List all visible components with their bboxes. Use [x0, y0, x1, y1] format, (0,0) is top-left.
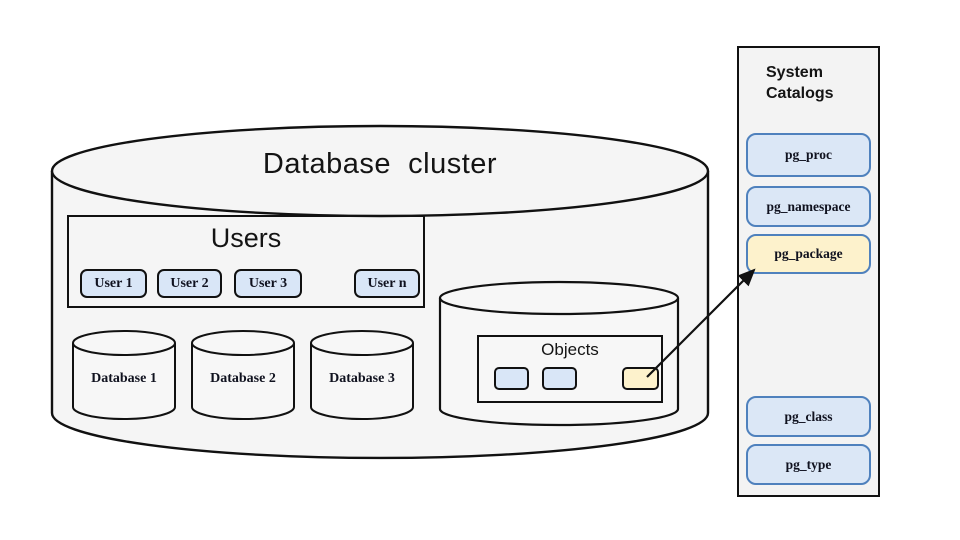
database-3-cylinder: [310, 330, 414, 420]
objects-cylinder: [438, 280, 680, 427]
user-2-chip: User 2: [157, 269, 222, 298]
catalog-pg-type: pg_type: [746, 444, 871, 485]
user-3-chip: User 3: [234, 269, 302, 298]
user-n-chip: User n: [354, 269, 420, 298]
system-catalogs-title-line1: System: [766, 64, 823, 81]
database-2-cylinder: [191, 330, 295, 420]
database-3-label: Database 3: [329, 371, 395, 386]
database-1-cylinder: [72, 330, 176, 420]
catalog-pg-class: pg_class: [746, 396, 871, 437]
database-cluster-title: Database cluster: [262, 148, 498, 180]
users-box-title: Users: [210, 223, 282, 253]
catalog-pg-namespace: pg_namespace: [746, 186, 871, 227]
catalog-pg-proc: pg_proc: [746, 133, 871, 177]
users-box: Users User 1 User 2 User 3 User n: [67, 215, 425, 308]
object-chip-blue-1: [494, 367, 529, 390]
database-2-label: Database 2: [210, 371, 276, 386]
objects-box: Objects: [477, 335, 663, 403]
system-catalogs-panel: System Catalogs pg_proc pg_namespace pg_…: [737, 46, 880, 497]
object-chip-blue-2: [542, 367, 577, 390]
user-1-chip: User 1: [80, 269, 147, 298]
objects-box-title: Objects: [541, 340, 599, 359]
system-catalogs-title-line2: Catalogs: [766, 85, 834, 102]
object-chip-package: [622, 367, 659, 390]
database-1-label: Database 1: [91, 371, 157, 386]
system-catalogs-title: System Catalogs: [766, 62, 834, 104]
catalog-pg-package: pg_package: [746, 234, 871, 274]
